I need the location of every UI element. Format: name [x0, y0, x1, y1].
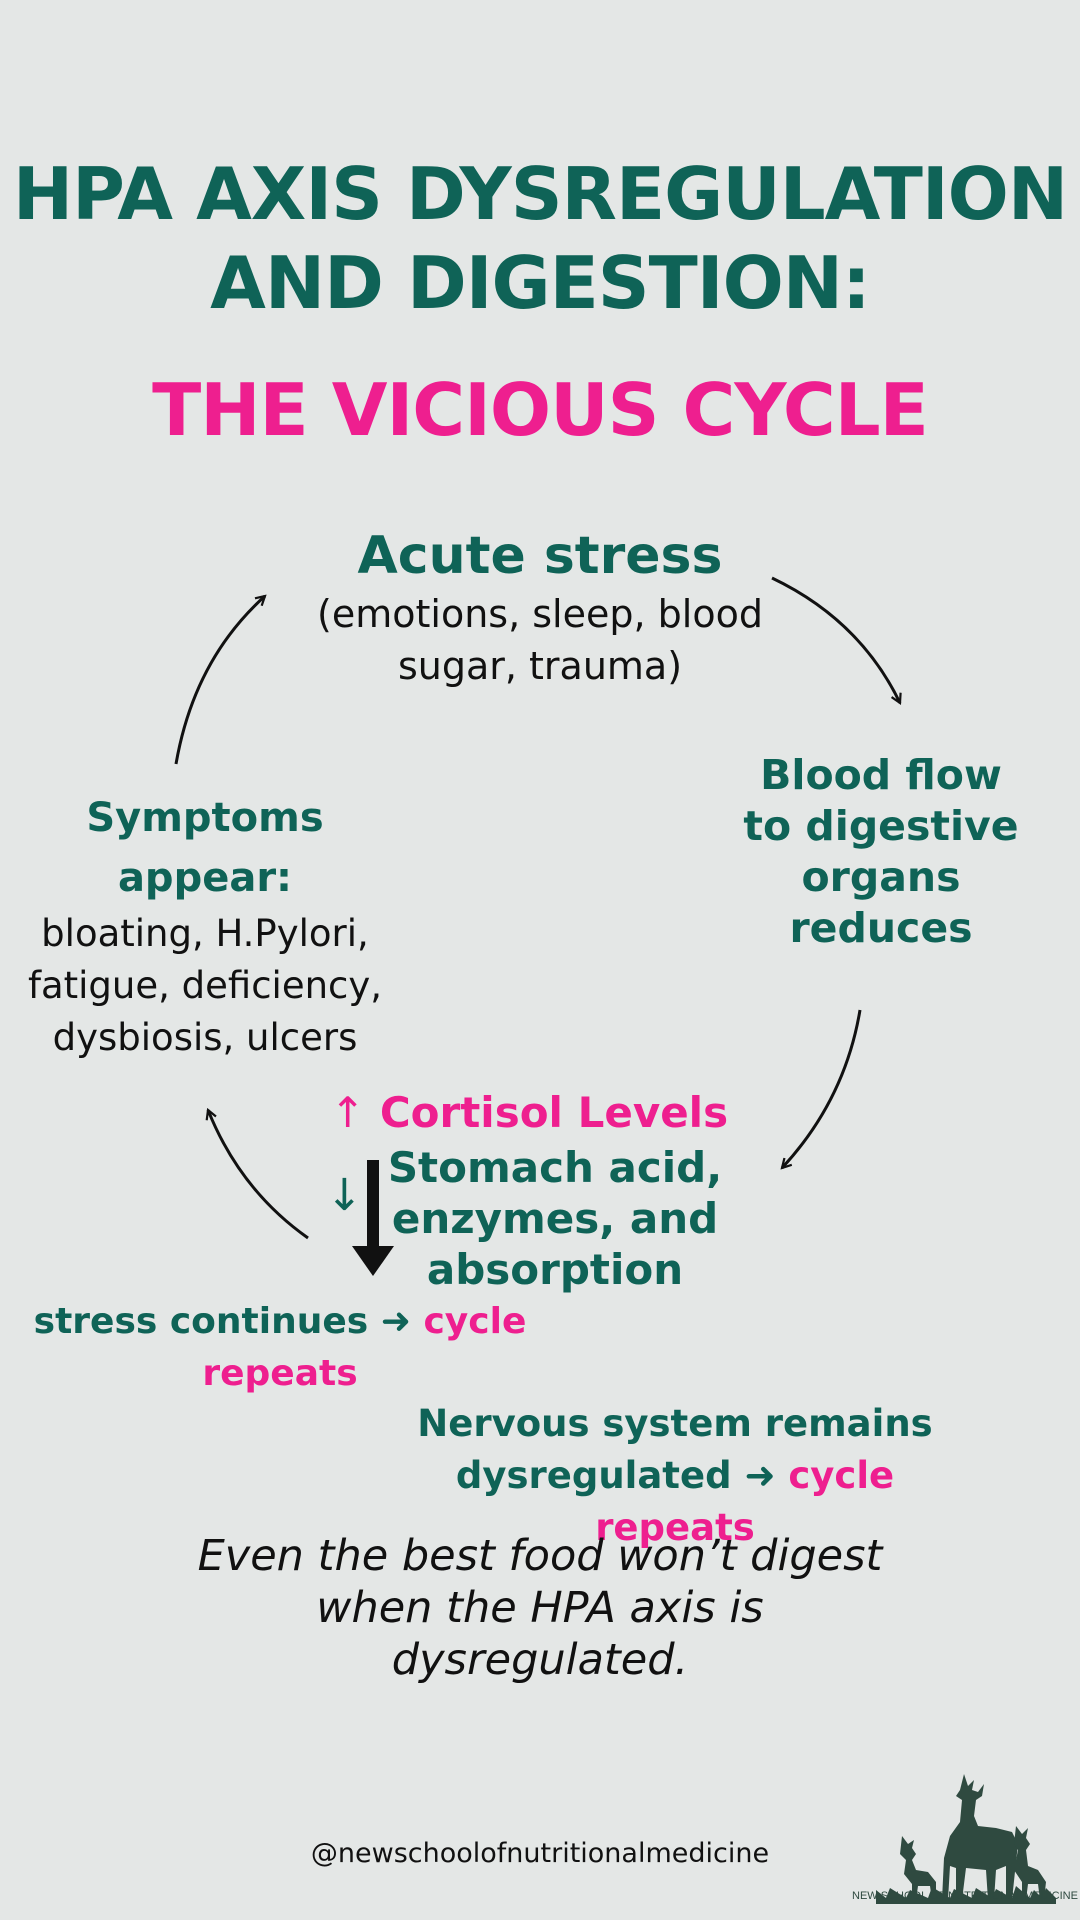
logo-text: NEW SCHOOL OF NUTRITIONAL MEDICINE — [852, 1890, 1078, 1902]
title-line-2: AND DIGESTION: — [210, 241, 871, 325]
stomach-line-1: Stomach acid, — [387, 1143, 723, 1192]
stress-continues-arrow-icon: ➜ — [380, 1301, 411, 1342]
cortisol-label: Cortisol Levels — [379, 1088, 729, 1137]
acute-stress-heading: Acute stress — [357, 526, 723, 586]
node-cortisol: ↑ Cortisol Levels — [330, 1082, 730, 1144]
node-symptoms: Symptoms appear: bloating, H.Pylori, fat… — [10, 788, 400, 1064]
symptoms-detail-2: fatigue, deficiency, — [27, 964, 383, 1007]
acute-stress-detail-1: (emotions, sleep, blood — [317, 592, 763, 636]
big-down-arrow — [352, 1160, 394, 1276]
nervous-dysregulated: dysregulated — [455, 1454, 732, 1497]
subtitle: THE VICIOUS CYCLE — [152, 368, 929, 452]
acute-stress-detail-2: sugar, trauma) — [397, 644, 683, 688]
arrow-acute-to-bloodflow — [771, 576, 900, 703]
symptoms-detail-3: dysbiosis, ulcers — [52, 1016, 358, 1059]
nervous-cycle-repeats: cycle repeats — [595, 1454, 895, 1549]
node-nervous-system: Nervous system remains dysregulated ➜ cy… — [370, 1398, 980, 1554]
node-stress-continues: stress continues ➜ cycle repeats — [20, 1296, 540, 1400]
stress-continues-cycle: cycle — [423, 1301, 527, 1342]
arrow-bloodflow-to-stomach — [782, 1009, 862, 1168]
small-down-arrow-icon: ↓ — [326, 1170, 363, 1221]
node-blood-flow: Blood flow to digestive organs reduces — [716, 750, 1046, 954]
title-line-1: HPA AXIS DYSREGULATION — [12, 152, 1068, 236]
social-handle: @newschoolofnutritionalmedicine — [310, 1838, 770, 1869]
symptoms-heading-2: appear: — [117, 855, 293, 901]
blood-flow-line-3: organs — [801, 853, 961, 901]
quote-line-2: when the HPA axis is — [316, 1583, 764, 1633]
quote-line-1: Even the best food won’t digest — [197, 1531, 883, 1581]
quote: Even the best food won’t digest when the… — [140, 1530, 940, 1686]
blood-flow-line-2: to digestive — [743, 802, 1019, 850]
blood-flow-line-1: Blood flow — [760, 751, 1002, 799]
quote-line-3: dysregulated. — [391, 1635, 689, 1685]
stress-continues-text: stress continues — [33, 1301, 369, 1342]
cortisol-up-arrow-icon: ↑ — [330, 1088, 366, 1137]
node-acute-stress: Acute stress (emotions, sleep, blood sug… — [290, 524, 790, 692]
node-stomach: Stomach acid, enzymes, and absorption — [380, 1142, 730, 1295]
stomach-line-2: enzymes, and — [391, 1194, 719, 1243]
blood-flow-line-4: reduces — [789, 904, 973, 952]
nervous-arrow-icon: ➜ — [744, 1454, 776, 1497]
nervous-line-1: Nervous system remains — [417, 1402, 933, 1445]
arrow-stress-to-symptoms — [208, 1110, 309, 1240]
symptoms-heading-1: Symptoms — [86, 795, 324, 841]
deer-family-icon — [876, 1774, 1056, 1904]
symptoms-detail-1: bloating, H.Pylori, — [41, 912, 369, 955]
stomach-line-3: absorption — [426, 1245, 684, 1294]
arrow-symptoms-to-acute — [174, 596, 265, 765]
stress-continues-repeats: repeats — [202, 1353, 358, 1394]
